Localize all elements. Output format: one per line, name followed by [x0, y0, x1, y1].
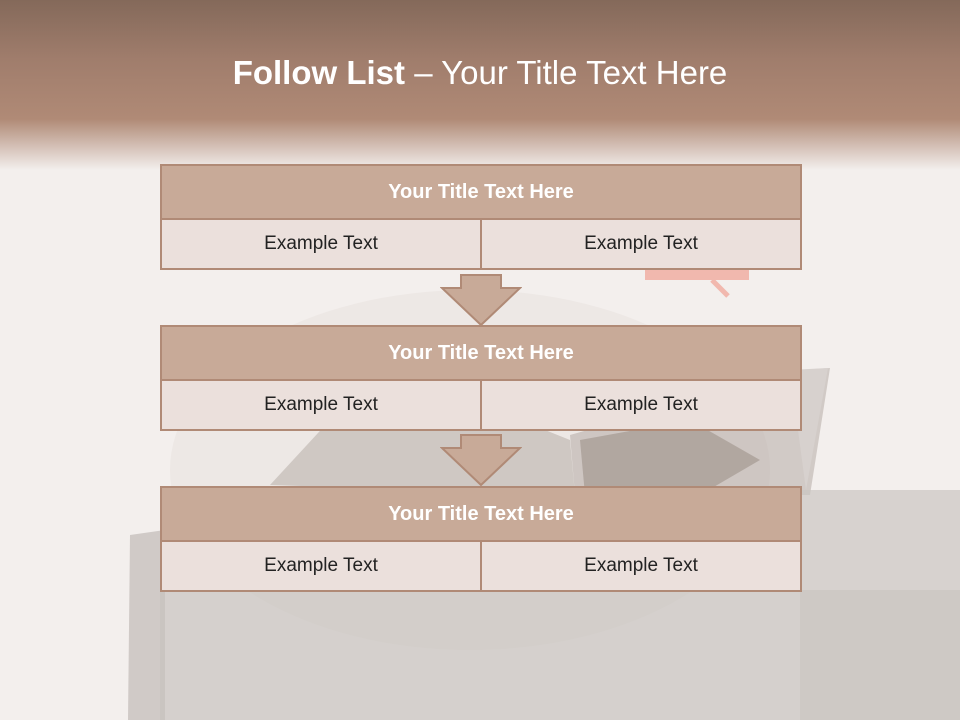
list-block-1: Your Title Text Here Example Text Exampl… [160, 164, 802, 270]
block-cell-left: Example Text [160, 542, 482, 592]
block-title: Your Title Text Here [160, 486, 802, 542]
block-cell-right: Example Text [482, 542, 802, 592]
title-bold: Follow List [232, 54, 406, 91]
block-cell-left: Example Text [160, 381, 482, 431]
block-cell-right: Example Text [482, 220, 802, 270]
title-rest: – Your Title Text Here [405, 54, 728, 91]
block-cell-right: Example Text [482, 381, 802, 431]
down-arrow-icon [440, 274, 522, 326]
block-title: Your Title Text Here [160, 164, 802, 220]
block-title: Your Title Text Here [160, 325, 802, 381]
title-band [0, 0, 960, 170]
block-cell-left: Example Text [160, 220, 482, 270]
slide-title: Follow List – Your Title Text Here [0, 54, 960, 92]
list-block-2: Your Title Text Here Example Text Exampl… [160, 325, 802, 431]
down-arrow-icon [440, 434, 522, 486]
list-block-3: Your Title Text Here Example Text Exampl… [160, 486, 802, 592]
